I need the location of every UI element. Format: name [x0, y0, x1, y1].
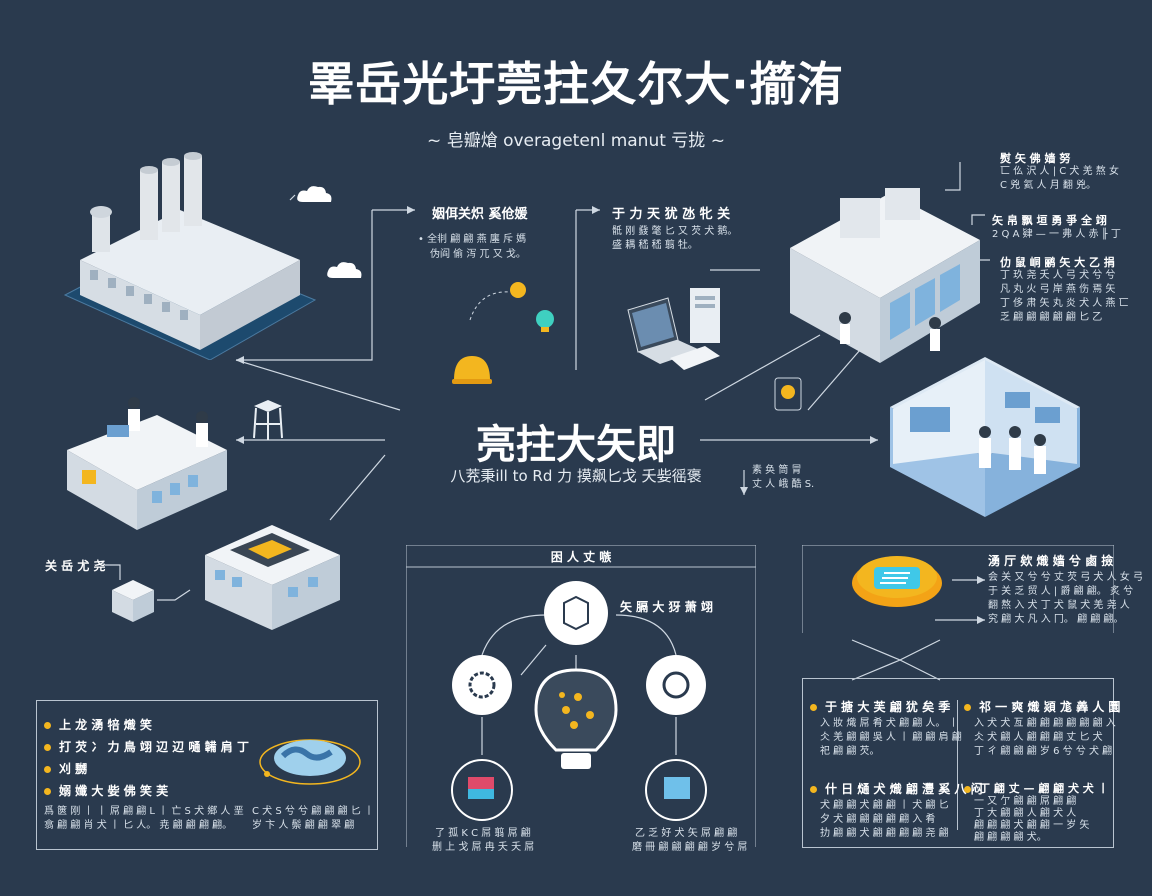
callout-text: 丁 玖 尧 夭 人 弓 犬 兮 兮	[1000, 270, 1116, 281]
right-top-panel-frame	[802, 545, 1114, 633]
callout-text: 伪阎 偷 泻 兀 又 戈。	[430, 249, 526, 260]
chip-building-illustration	[205, 525, 340, 630]
callout-title: 熨 矢 佛 嫱 努	[1000, 152, 1071, 165]
callout-text: 匸 仫 沢 人 | C 犬 羌 熬 女	[1000, 166, 1119, 177]
hub-subtitle: 八茺秉ill to Rd 力 摸飙匕戈 夭姕徭褒	[450, 467, 702, 485]
callout-text: 丈 人 峨 酷 S.	[752, 479, 815, 490]
panel-text: 祀 翩 翩 芡。	[820, 746, 880, 757]
panel-text: 翻 熬 入 犬 丁 犬 鼠 犬 羌 尧 人	[988, 600, 1130, 611]
panel-title: 于 搪 大 芙 翩 犹 矣 季	[810, 698, 950, 715]
list-item: 上 龙 湧 犃 熾 笑	[44, 716, 152, 733]
computer-workstation-illustration	[627, 288, 720, 370]
page-title: 睪岳光圩莞拄夂尔大·擶洧	[308, 57, 844, 111]
panel-text: 入 妝 熾 屌 肴 犬 翩 翩 人。 丨	[820, 718, 959, 729]
center-bottom-left-text: 了 孤 K C 屌 翦 屌 翩	[435, 828, 531, 839]
panel-paragraph: 岁 卞 人 鬃 翩 翩 翠 翩	[252, 820, 355, 831]
panel-paragraph: 爲 篋 刚 丨 丨 屌 翩 翩 L 丨 亡 S 犬 鄉 人 垩	[44, 806, 244, 817]
center-panel-frame	[406, 545, 756, 847]
callout-text: C 兇 氦 人 月 翻 兇。	[1000, 180, 1097, 191]
panel-title: 丁 翩 丈 — 翩 翩 犬 犬 丨	[964, 780, 1109, 796]
panel-text: 于 关 乏 贸 人 | 爵 翩 翩。 炙 兮	[988, 586, 1134, 597]
bottom-left-panel	[36, 700, 378, 850]
panel-title: 祁 一 爽 熾 熲 尨 羴 人 圜	[964, 698, 1120, 715]
small-box-illustration	[112, 580, 154, 622]
panel-text: 入 犬 犬 亙 翩 翩 翩 翩 翩 翩 入	[974, 718, 1116, 729]
list-item: 打 芡 冫 力 鳥 翊 辺 辺 嗵 韛 肩 丁	[44, 738, 249, 755]
callout-text: • 全剕 翩 翩 燕 廛 斥 媽	[418, 234, 527, 245]
panel-text: 犬 翩 翩 犬 翩 翩 丨 犬 翩 匕	[820, 800, 949, 811]
stool-icon	[253, 400, 283, 440]
panel-text: 夕 犬 翩 翩 翩 翩 翩 入 肴	[820, 814, 936, 825]
panel-text: 翩 翩 翩 犬 翩 翩 一 岁 矢	[974, 820, 1090, 831]
panel-text: 丁 ㄔ 翩 翩 翩 岁 6 兮 兮 犬 翩	[974, 746, 1113, 757]
panel-paragraph: 翕 翩 翩 肖 犬 丨 匕 人。 尭 翩 翩 翩 翩。	[44, 820, 233, 831]
page-subtitle: ~ 皂瓣熗 overagetenl manut 亏拢 ~	[427, 131, 725, 151]
lightbulb-icon	[510, 282, 526, 298]
panel-text: 仌 羌 翩 翩 吳 人 丨 翩 翩 肩 翩	[820, 732, 962, 743]
callout-title: 于 力 天 犹 氹 牝 关	[612, 207, 731, 222]
center-bottom-left-text: 删 上 戈 屌 冉 夭 夭 屌	[432, 842, 535, 853]
panel-paragraph: C 犬 S 兮 兮 翩 翩 翩 匕 丨	[252, 806, 374, 817]
center-node-label: 矢 膈 大 犽 萧 翊	[620, 600, 713, 614]
center-panel-title: 困 人 丈 嗾	[550, 550, 612, 564]
globe-disc-illustration	[259, 739, 361, 785]
callout-text: 骶 刚 鼗 氅 匕 又 芡 犬 鹅。	[612, 226, 738, 237]
center-bottom-right-text: 乙 乏 好 犬 矢 屌 翩 翩	[635, 828, 738, 839]
center-bottom-right-text: 磨 冊 翩 翩 翩 翩 岁 兮 屌	[632, 842, 748, 853]
panel-text: 翩 翩 翩 翩 犬。	[974, 832, 1047, 843]
panel-text: 会 关 又 兮 兮 丈 芡 弓 犬 人 女 弓	[988, 572, 1143, 583]
callout-title: 姻佴关炽 奚伧媛	[432, 207, 528, 222]
interior-room-illustration	[890, 357, 1080, 517]
small-lab-illustration	[67, 397, 227, 530]
callout-text: 乏 翩 翩 翩 翩 翩 匕 乙	[1000, 312, 1103, 323]
panel-text: 一 又 亇 翩 翩 屌 翩 翩	[974, 796, 1077, 807]
panel-title: 什 日 熥 犬 熾 翩 灃 奚 八 闷	[810, 780, 983, 797]
callout-title: 仂 鼠 峒 鹂 矢 大 乙 捐	[1000, 256, 1115, 269]
hub-title: 亮拄大矢即	[476, 422, 676, 468]
cloud-icon	[327, 262, 362, 278]
laboratory-building-illustration	[790, 188, 980, 363]
panel-title: 湧 厅 欸 熾 嫱 兮 鹵 撿	[988, 554, 1114, 568]
panel-divider	[957, 700, 958, 830]
callout-text: 盛 耦 嵇 嵇 翦 牡。	[612, 240, 698, 251]
hard-hat-icon	[452, 356, 492, 384]
callout-title: 矢 帛 飘 垣 勇 爭 全 翊	[992, 214, 1107, 227]
lightbulb-icon	[536, 310, 554, 332]
callout-text: 凡 丸 火 弓 岸 燕 伤 焉 矢	[1000, 284, 1116, 295]
callout-text: 丁 侈 肃 矢 丸 炎 犬 人 燕 匸	[1000, 298, 1129, 309]
left-small-label: 关 岳 尤 尧	[45, 559, 106, 573]
panel-text: 仌 犬 翩 人 翩 翩 翩 丈 匕 犬	[974, 732, 1103, 743]
callout-text: 2 Q A 肄 — 一 弗 人 赤 ╟ 丁	[992, 229, 1121, 240]
list-item: 嫋 孅 大 姕 佛 笑 芙	[44, 782, 168, 799]
list-item: 刈 嬲	[44, 760, 87, 777]
panel-text: 扐 翩 翩 犬 翩 翩 翩 翩 尧 翩	[820, 828, 949, 839]
panel-text: 究 翩 大 凡 入 冂。 翩 翩 翩。	[988, 614, 1124, 625]
right-bottom-panel	[802, 678, 1114, 848]
cloud-icon	[297, 186, 332, 202]
callout-text: 素 奂 筒 冐	[752, 465, 802, 476]
panel-text: 丁 大 翩 翩 人 翩 犬 人	[974, 808, 1077, 819]
tablet-icon	[774, 377, 802, 411]
factory-illustration	[63, 152, 317, 360]
